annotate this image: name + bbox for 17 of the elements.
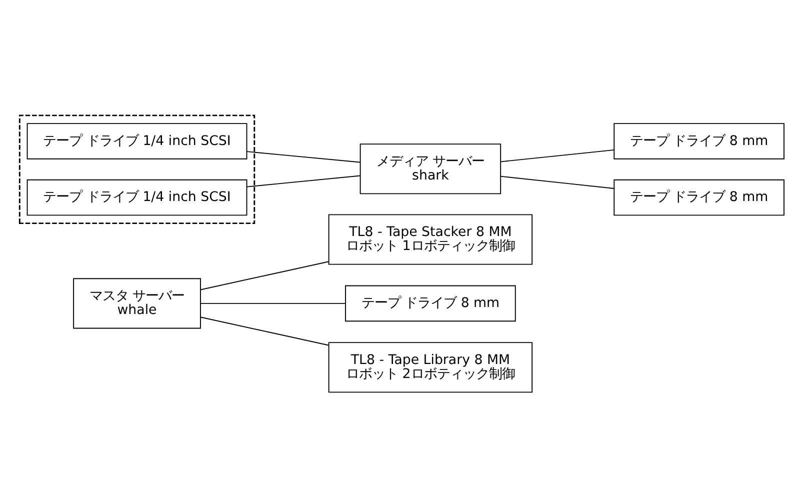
node-box: テープ ドライブ 8 mm bbox=[345, 284, 516, 322]
node-box: テープ ドライブ 8 mm bbox=[614, 178, 784, 216]
node-box: マスタ サーバー whale bbox=[73, 278, 201, 328]
node-box: テープ ドライブ 1/4 inch SCSI bbox=[26, 122, 248, 159]
connector bbox=[246, 150, 360, 162]
connector bbox=[500, 175, 615, 188]
connector bbox=[200, 260, 330, 290]
node-box: TL8 - Tape Stacker 8 MM ロボット 1ロボティック制御 bbox=[328, 214, 533, 264]
connector bbox=[246, 174, 360, 187]
node-box: テープ ドライブ 8 mm bbox=[614, 122, 784, 159]
node-box: メディア サーバー shark bbox=[360, 143, 502, 194]
cluster bbox=[18, 114, 256, 224]
node-box: TL8 - Tape Library 8 MM ロボット 2ロボティック制御 bbox=[328, 342, 533, 392]
connector bbox=[200, 302, 346, 304]
connector bbox=[200, 316, 330, 346]
connector bbox=[500, 148, 615, 162]
node-box: テープ ドライブ 1/4 inch SCSI bbox=[26, 178, 248, 216]
